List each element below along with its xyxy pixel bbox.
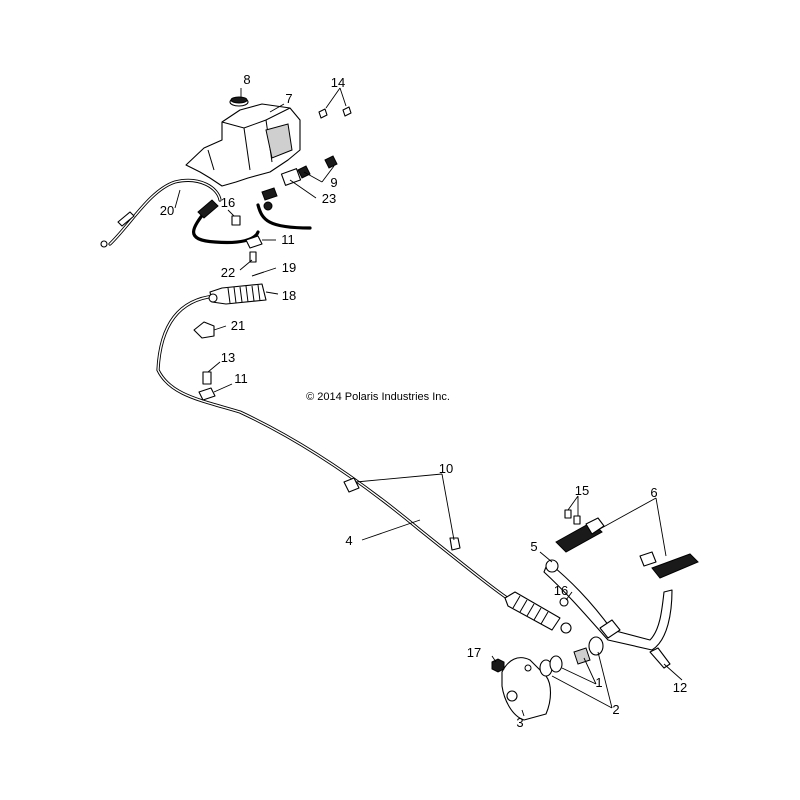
callout-16-lower: 16 [554,583,568,598]
part-clips-9 [297,155,338,179]
callout-16-upper: 16 [221,195,235,210]
part-connector-23 [261,168,302,211]
callout-15: 15 [575,483,589,498]
part-bolt-13 [202,371,212,385]
callout-11-upper: 11 [281,232,295,247]
part-boot-lower [504,591,572,634]
part-nut-16-upper [231,215,241,226]
callout-9: 9 [330,175,337,190]
part-housing-7 [185,103,301,187]
leader-lines [174,87,683,717]
callout-19: 19 [282,260,296,275]
callout-21: 21 [231,318,245,333]
callout-20: 20 [160,203,174,218]
part-clamp-11-lower [198,387,216,401]
callout-11-lower: 11 [234,371,248,386]
callout-12: 12 [673,680,687,695]
part-nut-17 [491,658,505,673]
part-pedal-pads-6 [555,517,699,579]
callout-10: 10 [439,461,453,476]
callout-labels: 8 7 14 9 23 20 16 11 22 19 18 21 13 11 1… [160,72,687,730]
part-cable-4 [156,294,512,602]
callout-5: 5 [530,539,537,554]
part-clip-21 [193,321,215,339]
part-boot-18 [208,283,267,305]
callout-3: 3 [516,715,523,730]
callout-8: 8 [243,72,250,87]
callout-18: 18 [282,288,296,303]
part-clamp-11-upper [245,235,263,249]
callout-22: 22 [221,265,235,280]
part-bolt-12 [649,647,671,669]
part-pin-19 [251,271,265,277]
part-pedal-arm-5 [543,559,673,651]
copyright-notice: © 2014 Polaris Industries Inc. [306,391,450,403]
callout-17: 17 [467,645,481,660]
callout-13: 13 [221,350,235,365]
part-bracket-3 [501,657,552,721]
part-grommet-8 [229,96,249,107]
callout-2: 2 [612,702,619,717]
callout-6: 6 [650,485,657,500]
part-bolt-22 [249,251,257,263]
part-clips-10 [343,477,461,551]
part-bushings-1-2 [539,636,604,677]
callout-14: 14 [331,75,345,90]
part-cable-20 [100,178,312,248]
callout-4: 4 [345,533,352,548]
callout-7: 7 [285,91,292,106]
callout-1: 1 [595,675,602,690]
callout-23: 23 [322,191,336,206]
part-screws-14 [318,106,352,119]
